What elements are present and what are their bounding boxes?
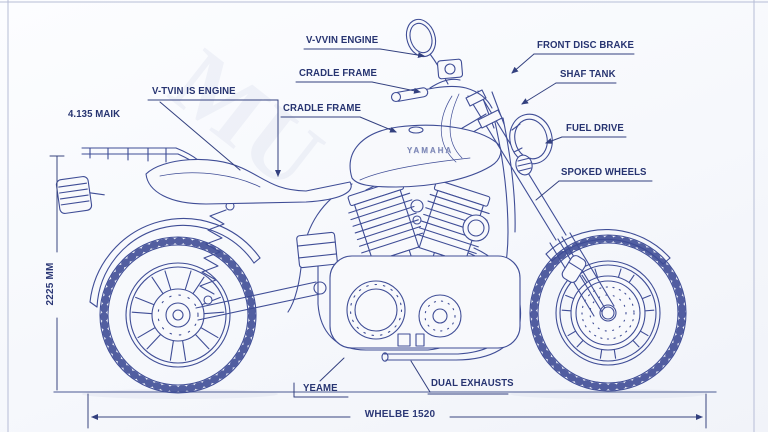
label-v-twin-engine-top: V-VVIN ENGINE [306, 35, 379, 46]
instrument-cluster [436, 58, 464, 80]
label-shaft-tank: SHAF TANK [560, 69, 616, 80]
engine [329, 179, 521, 349]
label-fuel-drive: FUEL DRIVE [566, 123, 624, 134]
rear-fender [89, 218, 261, 308]
dimension-lines [49, 155, 707, 429]
swingarm [195, 281, 327, 321]
label-dual-exhausts: DUAL EXHAUSTS [431, 378, 514, 389]
tail-light [55, 176, 105, 214]
dimension-height: 2225 MM [45, 262, 56, 306]
turn-signal-icon [515, 154, 533, 176]
rear-wheel [99, 236, 257, 394]
label-v-twin-engine-left: V-TVIN IS ENGINE [152, 86, 236, 97]
label-front-disc-brake: FRONT DISC BRAKE [537, 40, 635, 51]
label-mark-height: 4.135 MAIK [68, 109, 121, 120]
seat [145, 158, 352, 205]
headlight [509, 113, 553, 165]
label-frame-bottom: YEAME [303, 383, 338, 394]
label-cradle-frame-mid: CRADLE FRAME [283, 103, 361, 114]
label-cradle-frame-top: CRADLE FRAME [299, 68, 377, 79]
battery-box [296, 231, 338, 269]
leader-lines [147, 48, 653, 398]
fuel-tank [349, 124, 502, 188]
crankcase [329, 255, 521, 349]
rear-shock [199, 201, 235, 305]
label-spoked-wheels: SPOKED WHEELS [561, 167, 647, 178]
brake-caliper [561, 255, 587, 283]
dimension-wheelbase: WHELBE 1520 [364, 409, 436, 420]
front-fender [545, 229, 671, 265]
tank-logo: YAMAHA [406, 146, 454, 155]
